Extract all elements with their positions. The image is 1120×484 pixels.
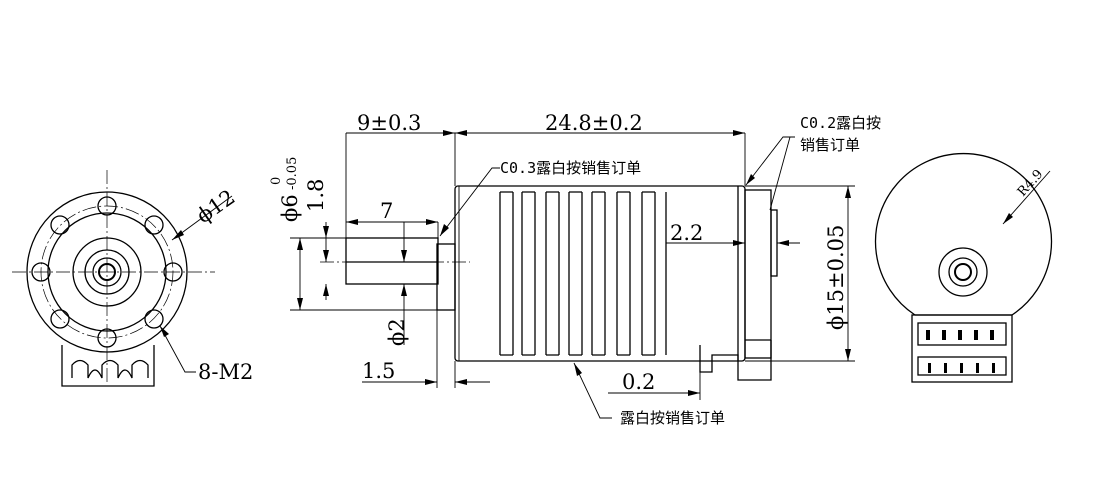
front-chamfer-note: C0.3露白按销售订单	[500, 159, 641, 177]
flat-length-dim: 7	[380, 199, 393, 223]
connector-pins-bottom	[928, 363, 995, 373]
cover-thickness-dim: 2.2	[670, 221, 703, 245]
front-view: ϕ12 8-M2	[12, 170, 253, 387]
flat-depth-dim: 1.8	[304, 179, 328, 212]
radius-label: R4.9	[1015, 167, 1047, 200]
rear-chamfer-note-1: C0.2露白按	[800, 114, 881, 132]
body-grooves	[499, 191, 667, 356]
shaft-tol-upper: 0	[269, 177, 284, 185]
thread-label: 8-M2	[198, 360, 253, 384]
body-note: 露白按销售订单	[620, 409, 725, 427]
body-length-dim: 24.8±0.2	[545, 111, 643, 135]
shaft-length-dim: 9±0.3	[357, 111, 421, 135]
connector-pins-top	[926, 330, 994, 340]
rear-chamfer-note-2: 销售订单	[800, 136, 860, 154]
boss-length-dim: 1.5	[362, 359, 395, 383]
boss-diameter-dim: ϕ2	[385, 318, 409, 346]
shaft-tol-lower: -0.05	[285, 157, 300, 190]
body-diameter-dim: ϕ15±0.05	[824, 225, 848, 330]
side-view: 9±0.3 24.8±0.2 7 ϕ6 0 -0.05 1.8 ϕ2	[269, 111, 881, 427]
shaft-diameter-dim: ϕ6	[278, 194, 302, 222]
rear-view: R4.9	[874, 152, 1053, 383]
gap-dim: 0.2	[622, 370, 655, 394]
front-diameter-label: ϕ12	[192, 185, 239, 228]
